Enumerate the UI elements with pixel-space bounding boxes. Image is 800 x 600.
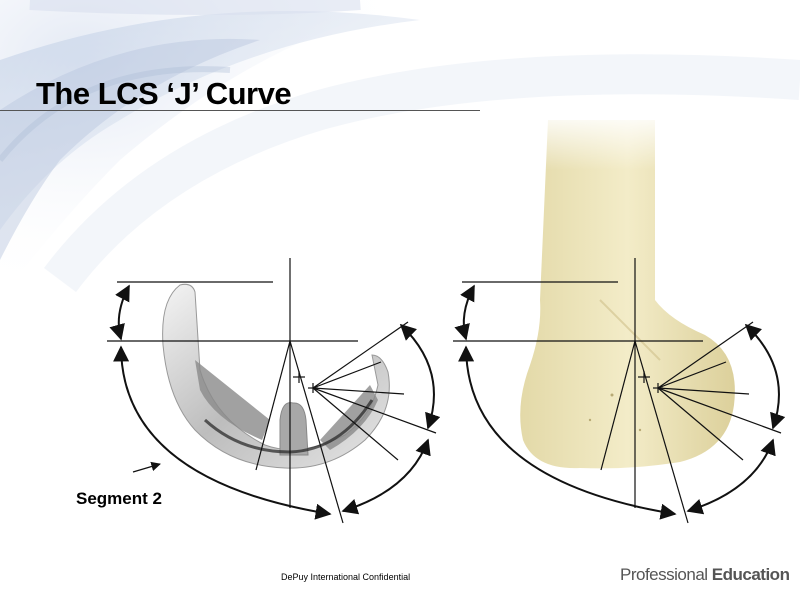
brand-bold: Education: [711, 565, 790, 584]
brand-light: Professional: [620, 565, 712, 584]
left-arc-arrows: [109, 284, 441, 520]
slide-title: The LCS ‘J’ Curve: [36, 76, 292, 111]
brand-logo-text: Professional Education: [620, 565, 790, 585]
title-underline: [0, 110, 480, 111]
segment-2-label: Segment 2: [76, 489, 162, 508]
femur-bone-illustration: [520, 110, 735, 469]
femoral-implant-illustration: [162, 283, 390, 469]
right-arc-arrows: [454, 284, 786, 520]
confidential-notice: DePuy International Confidential: [281, 572, 411, 582]
